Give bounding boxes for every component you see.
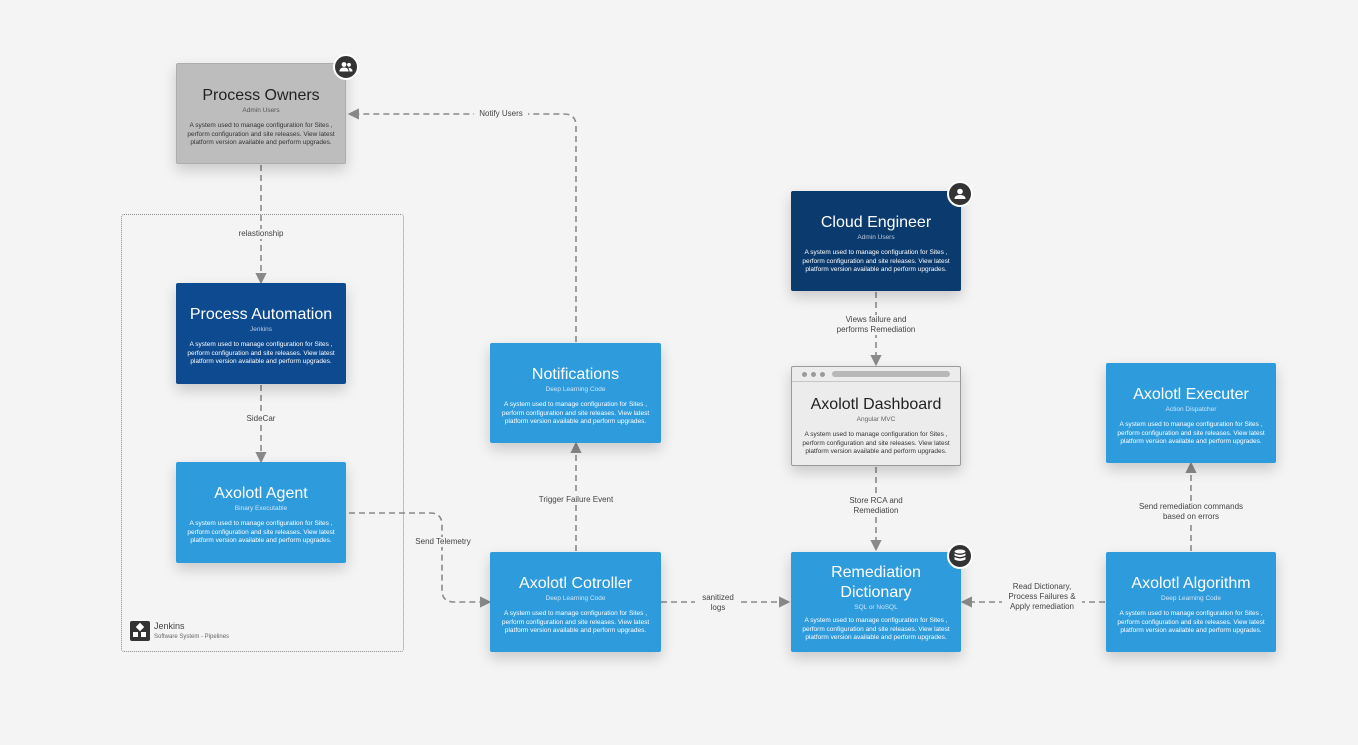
edge-label-sidecar: SideCar [241, 414, 281, 424]
node-tech: Admin Users [857, 234, 895, 241]
window-control-icon [811, 372, 816, 377]
axolotl-dashboard-node[interactable]: Axolotl Dashboard Angular MVC A system u… [791, 366, 961, 466]
node-desc: A system used to manage configuration fo… [187, 520, 335, 545]
cloud-engineer-node[interactable]: Cloud Engineer Admin Users A system used… [791, 191, 961, 291]
node-desc: A system used to manage configuration fo… [187, 122, 335, 147]
node-title: Process Automation [189, 306, 333, 323]
node-desc: A system used to manage configuration fo… [1117, 610, 1265, 635]
node-title: Cloud Engineer [820, 214, 932, 231]
jenkins-boundary: Jenkins Software System - Pipelines [121, 214, 404, 652]
edge-label-views-failure: Views failure and performs Remediation [826, 315, 926, 335]
node-desc: A system used to manage configuration fo… [1117, 421, 1265, 446]
edge-label-trigger-failure: Trigger Failure Event [533, 495, 619, 505]
address-bar [832, 371, 950, 377]
node-desc: A system used to manage configuration fo… [501, 401, 650, 426]
node-desc: A system used to manage configuration fo… [187, 341, 335, 366]
edge-label-notify-users: Notify Users [474, 109, 528, 119]
edge-label-read-dictionary: Read Dictionary, Process Failures & Appl… [1002, 582, 1082, 612]
node-tech: SQL or NoSQL [854, 604, 898, 611]
node-tech: Angular MVC [856, 416, 896, 423]
notifications-node[interactable]: Notifications Deep Learning Code A syste… [490, 343, 661, 443]
node-title: Notifications [531, 366, 620, 383]
node-tech: Deep Learning Code [1161, 595, 1221, 602]
node-title: Axolotl Algorithm [1131, 575, 1251, 592]
node-tech: Action Dispatcher [1165, 406, 1217, 413]
node-desc: A system used to manage configuration fo… [802, 431, 950, 456]
edge-label-send-remediation: Send remediation commands based on error… [1131, 502, 1251, 522]
edge-label-sanitized-logs: sanitized logs [695, 593, 741, 613]
axolotl-algorithm-node[interactable]: Axolotl Algorithm Deep Learning Code A s… [1106, 552, 1276, 652]
process-automation-node[interactable]: Process Automation Jenkins A system used… [176, 283, 346, 384]
process-owners-node[interactable]: Process Owners Admin Users A system used… [176, 63, 346, 164]
remediation-dictionary-node[interactable]: Remediation Dictionary SQL or NoSQL A sy… [791, 552, 961, 652]
browser-toolbar [792, 367, 960, 382]
window-control-icon [820, 372, 825, 377]
edge-label-store-rca: Store RCA and Remediation [838, 496, 914, 516]
node-tech: Deep Learning Code [545, 386, 606, 393]
edge-label-relationship: relastionship [231, 229, 291, 239]
database-icon [947, 543, 973, 569]
node-title: Axolotl Agent [214, 485, 308, 502]
node-tech: Admin Users [242, 107, 280, 114]
boundary-subtitle: Software System - Pipelines [154, 634, 230, 640]
edge-label-send-telemetry: Send Telemetry [409, 537, 477, 547]
node-title: Process Owners [202, 87, 320, 104]
node-title: Axolotl Cotroller [519, 575, 632, 592]
window-control-icon [802, 372, 807, 377]
node-title: Axolotl Dashboard [810, 396, 942, 413]
users-icon [333, 54, 359, 80]
node-title: Axolotl Executer [1133, 386, 1249, 403]
node-title: Remediation Dictionary [831, 564, 921, 601]
software-system-icon [130, 621, 150, 641]
node-desc: A system used to manage configuration fo… [501, 610, 650, 635]
node-tech: Binary Executable [234, 505, 288, 512]
node-tech: Jenkins [249, 326, 273, 333]
axolotl-cotroller-node[interactable]: Axolotl Cotroller Deep Learning Code A s… [490, 552, 661, 652]
axolotl-executer-node[interactable]: Axolotl Executer Action Dispatcher A sys… [1106, 363, 1276, 463]
boundary-title: Jenkins [154, 621, 185, 631]
node-desc: A system used to manage configuration fo… [802, 249, 950, 274]
user-icon [947, 181, 973, 207]
node-desc: A system used to manage configuration fo… [802, 617, 950, 642]
axolotl-agent-node[interactable]: Axolotl Agent Binary Executable A system… [176, 462, 346, 563]
node-tech: Deep Learning Code [545, 595, 606, 602]
